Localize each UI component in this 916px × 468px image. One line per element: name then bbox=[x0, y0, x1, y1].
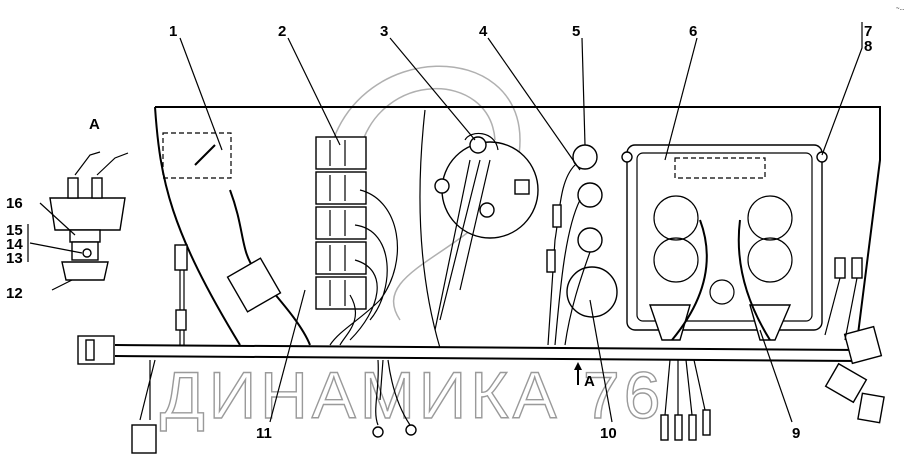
callout-6: 6 bbox=[689, 23, 697, 40]
view-a-arrow-label: А bbox=[584, 373, 595, 390]
callout-13: 13 bbox=[6, 250, 23, 267]
view-a-label: А bbox=[89, 116, 100, 133]
callout-2: 2 bbox=[278, 23, 286, 40]
callout-14: 14 bbox=[6, 236, 23, 253]
callout-9: 9 bbox=[792, 425, 800, 442]
callout-3: 3 bbox=[380, 23, 388, 40]
item-6-instrument-cluster bbox=[621, 144, 863, 341]
callout-11: 11 bbox=[256, 425, 272, 442]
corner-mark: ~... bbox=[896, 6, 905, 12]
callout-1: 1 bbox=[169, 23, 177, 40]
item-3-gauge bbox=[434, 132, 539, 331]
callout-15: 15 bbox=[6, 222, 23, 239]
callout-16: 16 bbox=[6, 195, 23, 212]
callout-10: 10 bbox=[600, 425, 617, 442]
callout-8: 8 bbox=[864, 38, 872, 55]
callout-7: 7 bbox=[864, 23, 872, 40]
leader-lines bbox=[27, 22, 863, 423]
item-5-indicators bbox=[546, 144, 618, 346]
item-2-switch-block bbox=[315, 136, 399, 346]
callout-4: 4 bbox=[479, 23, 488, 40]
callout-5: 5 bbox=[572, 23, 580, 40]
detail-view-a bbox=[49, 151, 129, 281]
callout-12: 12 bbox=[6, 285, 23, 302]
panel-divider bbox=[419, 109, 441, 349]
watermark: ДИНАМИКА 76 bbox=[160, 358, 664, 432]
dashboard-panel bbox=[154, 106, 881, 351]
main-harness bbox=[77, 244, 885, 454]
